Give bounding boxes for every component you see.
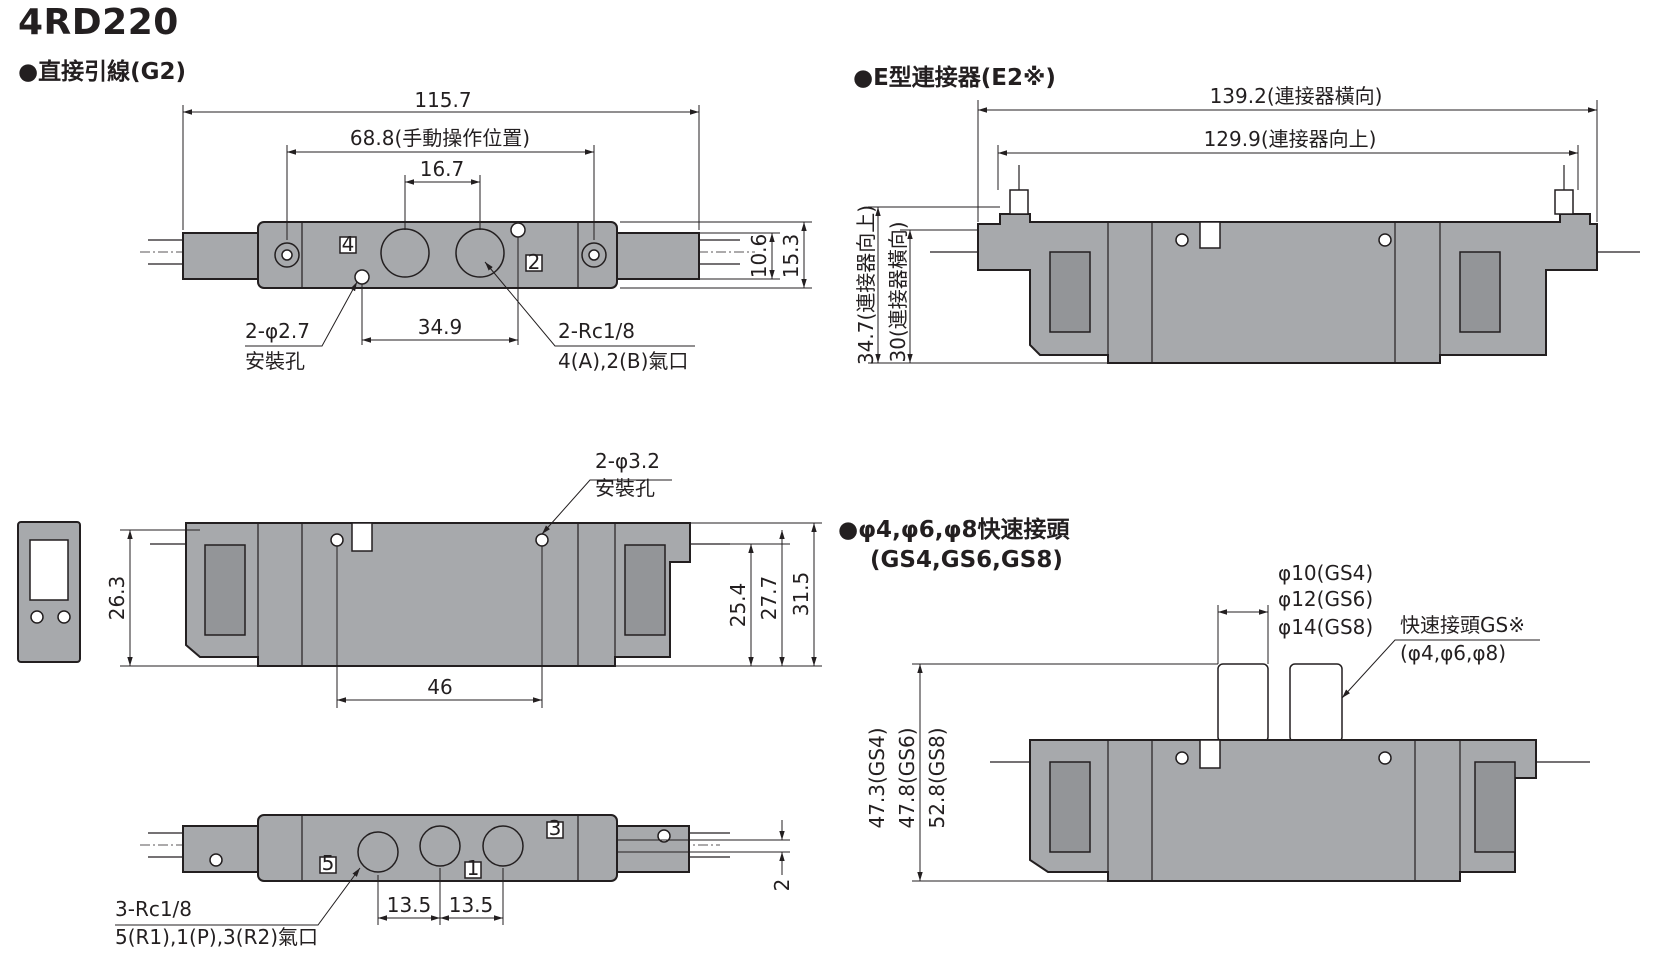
dim-16-7: 16.7 [420, 157, 465, 181]
quick-fitting-view: φ10(GS4) φ12(GS6) φ14(GS8) 快速接頭GS※ (φ4,φ… [865, 561, 1590, 882]
dim-34-7: 34.7(連接器向上) [854, 205, 878, 365]
bottom-view: 5 1 3 13.5 13.5 2 3-Rc1/8 5(R1),1(P),3(R… [115, 814, 794, 949]
dim-115-7: 115.7 [414, 88, 471, 112]
dim-46: 46 [427, 675, 452, 699]
rc18-callout: 2-Rc1/8 [558, 319, 635, 343]
section-quick-fitting-models: (GS4,GS6,GS8) [870, 547, 1063, 573]
gs-fitting-callout: 快速接頭GS※ [1400, 613, 1525, 637]
dim-47-8: 47.8(GS6) [895, 727, 919, 828]
port-label-2: 2 [528, 250, 541, 274]
dim-10-6: 10.6 [747, 234, 771, 279]
section-direct-wire: ●直接引線(G2) [18, 59, 186, 85]
top-view-direct-wire: 4 2 [140, 221, 755, 289]
hole-2-7-callout: 2-φ2.7 [245, 319, 310, 343]
model-title: 4RD220 [18, 2, 179, 43]
hole-3-2-label: 安裝孔 [595, 476, 655, 500]
dim-52-8: 52.8(GS8) [925, 727, 949, 828]
dim-25-4: 25.4 [726, 583, 750, 628]
dims-top-view: 115.7 68.8(手動操作位置) 16.7 10.6 15.3 34.9 2… [182, 88, 812, 373]
end-view [17, 521, 81, 663]
rc3-label: 5(R1),1(P),3(R2)氣口 [115, 925, 318, 949]
dim-26-3: 26.3 [105, 576, 129, 621]
dim-129-9: 129.9(連接器向上) [1204, 127, 1377, 151]
phi-14-gs8: φ14(GS8) [1278, 615, 1373, 639]
dim-34-9: 34.9 [418, 315, 463, 339]
rc18-label: 4(A),2(B)氣口 [558, 349, 688, 373]
port-label-3: 3 [549, 816, 562, 840]
rc3-callout: 3-Rc1/8 [115, 897, 192, 921]
dim-13-5-left: 13.5 [387, 893, 432, 917]
dim-31-5: 31.5 [789, 572, 813, 617]
gs-fitting-sizes: (φ4,φ6,φ8) [1400, 641, 1506, 665]
section-quick-fitting: ●φ4,φ6,φ8快速接頭 [838, 517, 1070, 543]
dim-47-3: 47.3(GS4) [865, 727, 889, 828]
front-view: 26.3 25.4 27.7 31.5 46 2-φ3.2 安裝孔 [105, 449, 822, 708]
e-connector-view: 139.2(連接器橫向) 129.9(連接器向上) 34.7(連接器向上) 30… [854, 84, 1640, 365]
dim-30: 30(連接器橫向) [886, 221, 910, 362]
section-e-connector: ●E型連接器(E2※) [853, 65, 1056, 91]
port-label-4: 4 [342, 232, 355, 256]
dim-139-2: 139.2(連接器橫向) [1210, 84, 1383, 108]
dim-13-5-right: 13.5 [449, 893, 494, 917]
hole-3-2-callout: 2-φ3.2 [595, 449, 660, 473]
phi-10-gs4: φ10(GS4) [1278, 561, 1373, 585]
dim-68-8: 68.8(手動操作位置) [350, 126, 530, 150]
port-label-1: 1 [467, 856, 480, 880]
dim-2: 2 [770, 879, 794, 892]
dim-27-7: 27.7 [757, 576, 781, 621]
hole-2-7-label: 安裝孔 [245, 349, 305, 373]
dim-15-3: 15.3 [779, 234, 803, 279]
phi-12-gs6: φ12(GS6) [1278, 587, 1373, 611]
port-label-5: 5 [322, 851, 335, 875]
